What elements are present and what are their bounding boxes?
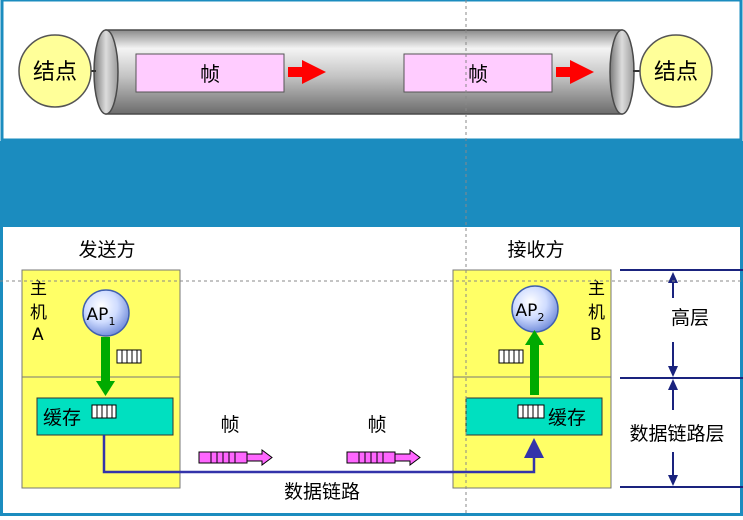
frame-packet-1 xyxy=(198,449,273,466)
frame-left: 帧 xyxy=(135,53,285,93)
red-arrow-right xyxy=(556,60,594,84)
node-right: 结点 xyxy=(639,34,713,108)
host-a-line2: 机 xyxy=(30,303,47,323)
host-b-line3: B xyxy=(590,325,602,345)
cache-b-label: 缓存 xyxy=(548,407,586,429)
cache-a: 缓存 xyxy=(36,397,174,436)
frame-right-label: 帧 xyxy=(468,62,488,86)
green-down-arrow xyxy=(96,337,115,396)
ap1-label: AP1 xyxy=(87,305,116,328)
blue-band xyxy=(0,141,743,227)
cache-a-label: 缓存 xyxy=(43,407,81,429)
sender-title: 发送方 xyxy=(78,239,135,261)
buffer-icon-a xyxy=(116,349,142,364)
layer-high-label: 高层 xyxy=(671,307,709,329)
node-left: 结点 xyxy=(18,34,92,108)
frame-left-label: 帧 xyxy=(200,62,220,86)
host-b-line2: 机 xyxy=(588,303,605,323)
data-link-path xyxy=(102,435,544,474)
ap1-process: AP1 xyxy=(82,289,130,337)
host-b-line1: 主 xyxy=(588,279,605,299)
cache-b: 缓存 xyxy=(465,397,603,436)
data-link-label: 数据链路 xyxy=(284,481,360,503)
host-a-line1: 主 xyxy=(30,279,47,299)
frame-right: 帧 xyxy=(403,53,553,93)
ap2-process: AP2 xyxy=(511,285,559,333)
frame-mid-1-label: 帧 xyxy=(220,414,239,436)
ap2-label: AP2 xyxy=(516,301,545,324)
green-up-arrow xyxy=(525,330,544,395)
bottom-panel: 发送方 接收方 主 机 A 主 机 B AP1 AP2 xyxy=(0,227,743,516)
cable-right-end xyxy=(609,29,635,115)
node-left-label: 结点 xyxy=(33,60,77,85)
node-right-label: 结点 xyxy=(654,60,698,85)
layer-bracket xyxy=(620,269,743,488)
host-a-line3: A xyxy=(32,325,44,345)
receiver-title: 接收方 xyxy=(507,239,564,261)
red-arrow-left xyxy=(288,60,326,84)
buffer-icon-b xyxy=(498,349,524,364)
cache-a-buffer-icon xyxy=(91,404,117,419)
frame-mid-2-label: 帧 xyxy=(367,414,386,436)
top-panel: 结点 结点 帧 帧 xyxy=(0,0,743,142)
frame-packet-2 xyxy=(346,449,421,466)
cache-b-buffer-icon xyxy=(517,404,545,419)
cable-left-end xyxy=(93,29,119,115)
layer-dll-label: 数据链路层 xyxy=(629,423,724,445)
